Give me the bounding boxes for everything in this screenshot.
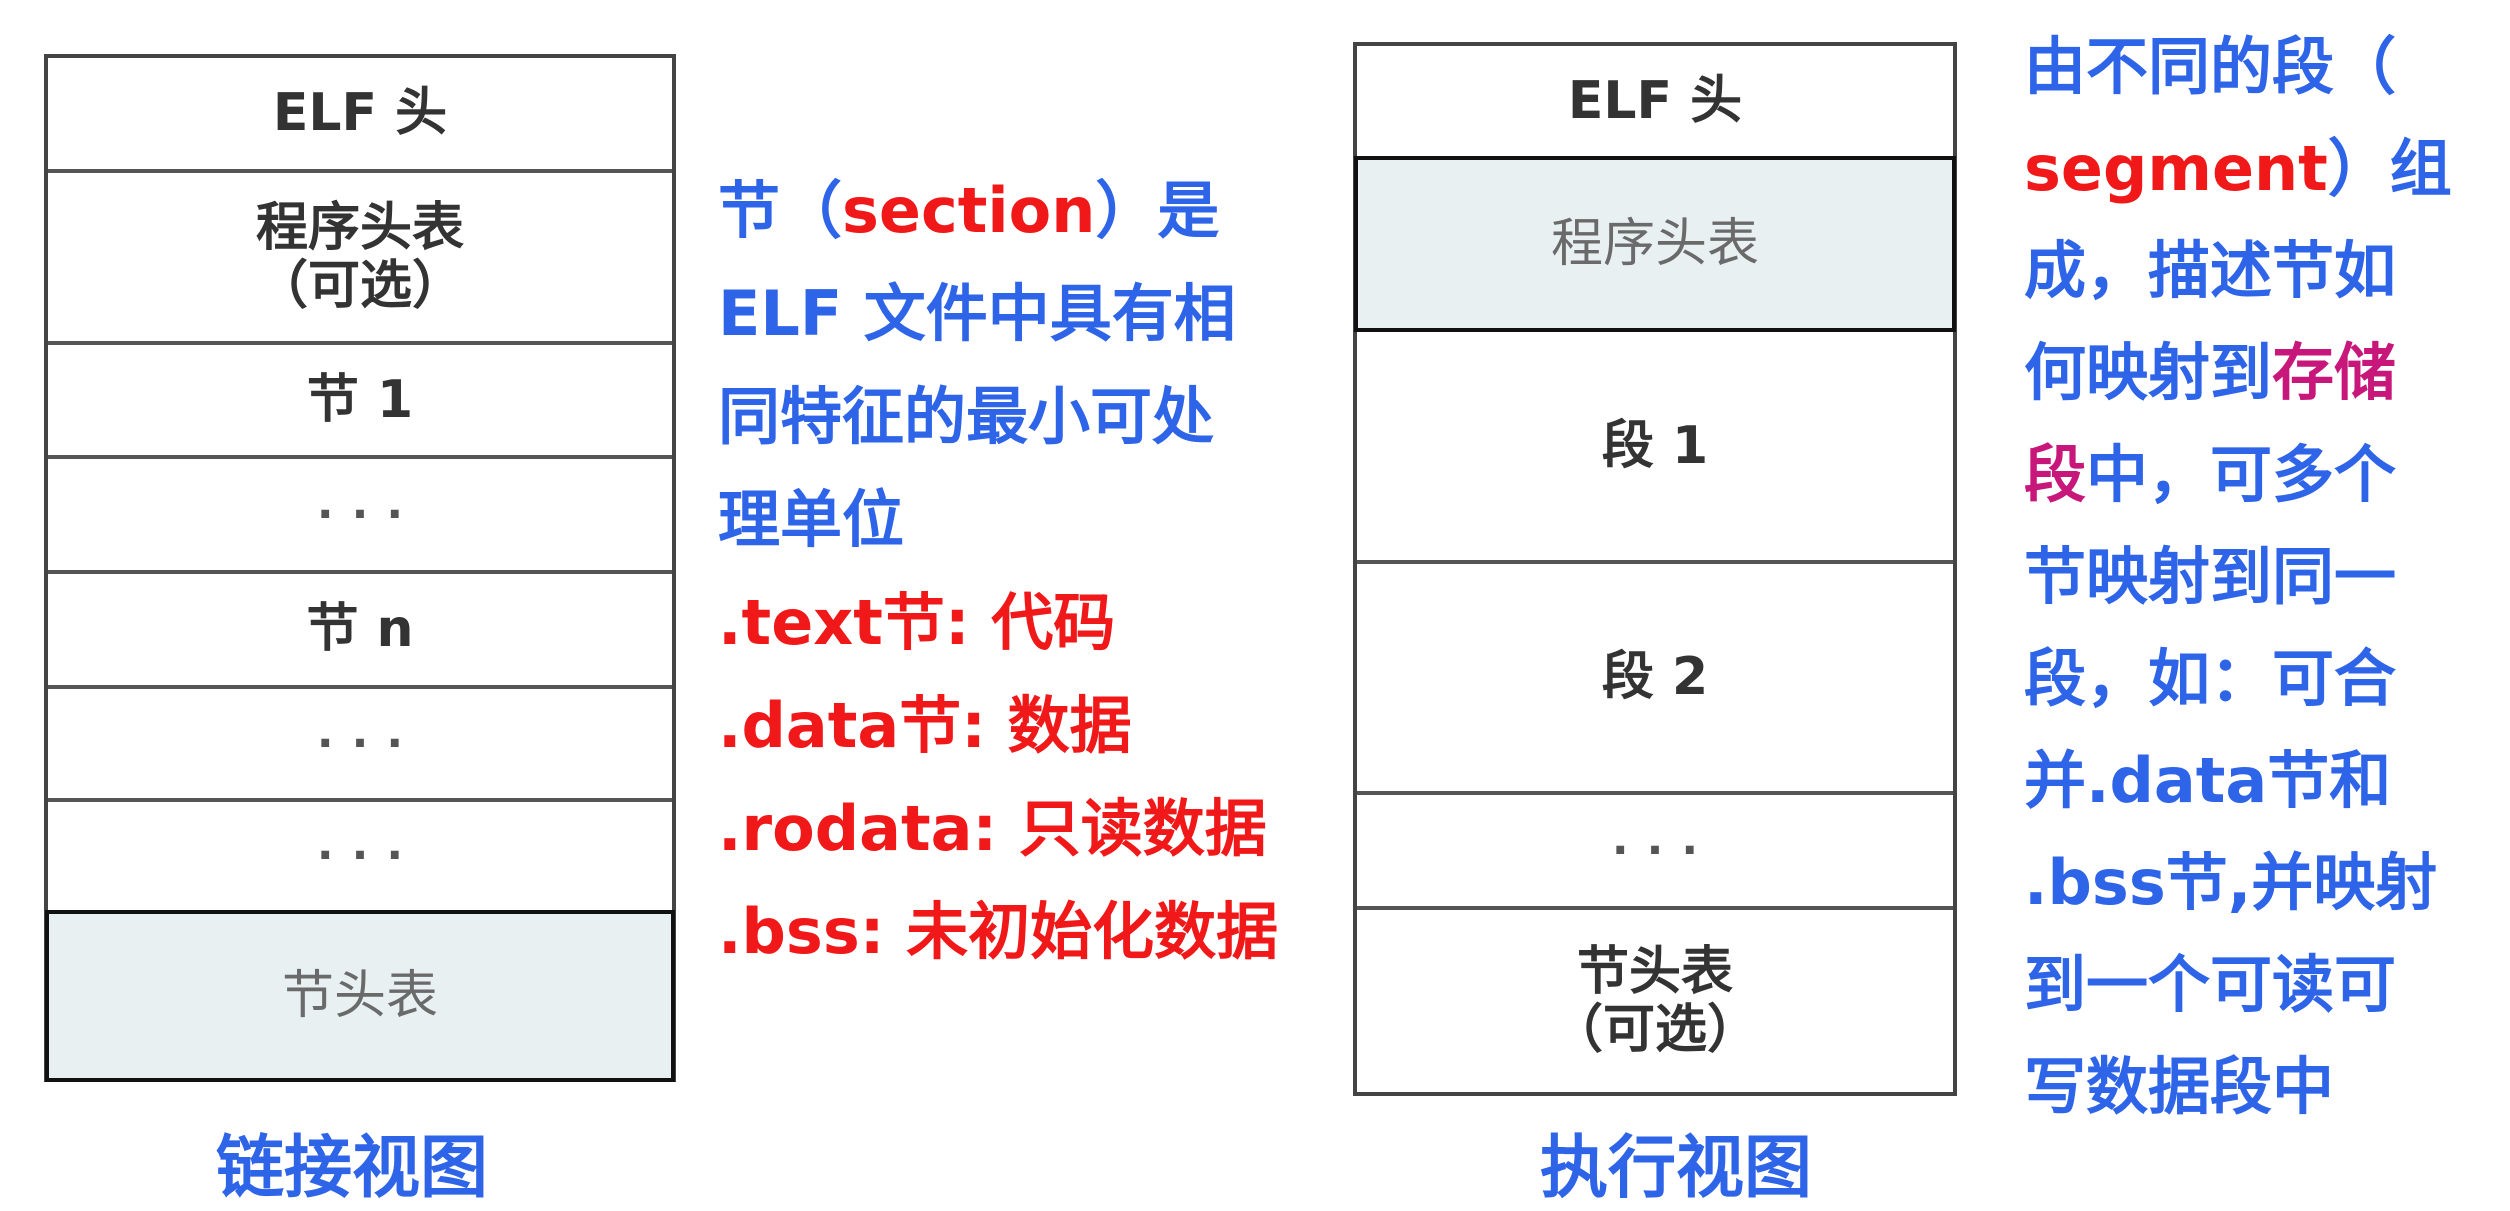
section-description: 节（section）是 ELF 文件中具有相 同特征的最小可处 理单位 .tex… xyxy=(718,180,1278,1004)
link-row-section-header-table: 节头表 xyxy=(45,910,675,1082)
segment-desc-line-9: .bss节,并映射 xyxy=(2024,846,2438,919)
storage-term-part-1: 存储 xyxy=(2272,336,2397,409)
link-view-diagram: ELF 头 程序头表 （可选） 节 1 ··· 节 n ··· ··· 节头表 xyxy=(44,54,676,1082)
storage-term-part-2: 段 xyxy=(2024,438,2087,511)
segment-term: segment xyxy=(2024,132,2328,205)
link-row-ellipsis-1-label: ··· xyxy=(316,488,422,540)
link-row-section-1-label: 节 1 xyxy=(306,369,414,430)
segment-desc-line-4: 何映射到存储 xyxy=(2024,342,2452,444)
link-row-ellipsis-2: ··· xyxy=(48,689,672,802)
segment-desc-line-5: 段中，可多个 xyxy=(2024,444,2452,546)
section-desc-line-1-pre: 节（ xyxy=(718,174,843,247)
exec-row-section-header-table: 节头表 （可选） xyxy=(1357,910,1953,1092)
link-row-elf-header: ELF 头 xyxy=(48,58,672,173)
exec-row-program-header-table-label: 程序头表 xyxy=(1550,213,1759,274)
segment-desc-line-3: 成，描述节如 xyxy=(2024,234,2397,307)
link-row-section-1: 节 1 xyxy=(48,345,672,459)
exec-row-ellipsis: ··· xyxy=(1357,795,1953,910)
link-row-section-n: 节 n xyxy=(48,574,672,689)
bss-section-note: .bss: 未初始化数据 xyxy=(718,895,1279,968)
segment-desc-line-8: 并.data节和 xyxy=(2024,744,2392,817)
section-desc-line-1: 节（section）是 xyxy=(718,180,1278,283)
link-row-ellipsis-2-label: ··· xyxy=(316,717,422,769)
link-row-ellipsis-3-label: ··· xyxy=(316,830,422,882)
exec-row-ellipsis-label: ··· xyxy=(1611,824,1717,876)
exec-row-segment-1-label: 段 1 xyxy=(1601,415,1709,476)
link-row-elf-header-label: ELF 头 xyxy=(272,83,448,144)
segment-desc-line-10: 到一个可读可 xyxy=(2024,948,2397,1021)
link-view-caption: 链接视图 xyxy=(216,1129,489,1208)
link-row-program-header-table-label: 程序头表 xyxy=(255,197,464,258)
exec-row-section-header-table-optional: （可选） xyxy=(1550,1000,1759,1060)
segment-desc-line-4-pre: 何映射到 xyxy=(2024,336,2273,409)
text-section-note: .text节: 代码 xyxy=(718,586,1116,659)
data-section-note: .data节: 数据 xyxy=(718,689,1132,762)
segment-desc-line-6: 节映射到同一 xyxy=(2024,540,2397,613)
segment-desc-line-1: 由不同的段（ xyxy=(2024,30,2397,103)
exec-row-segment-1: 段 1 xyxy=(1357,332,1953,564)
exec-row-segment-2-label: 段 2 xyxy=(1601,647,1709,708)
rodata-section-note: .rodata: 只读数据 xyxy=(718,792,1267,865)
link-row-ellipsis-1: ··· xyxy=(48,459,672,574)
section-desc-line-4: 理单位 xyxy=(718,483,905,556)
segment-desc-line-11: 写数据段中 xyxy=(2024,1050,2335,1123)
exec-row-elf-header: ELF 头 xyxy=(1357,46,1953,160)
section-desc-line-2: ELF 文件中具有相 xyxy=(718,277,1236,350)
link-row-section-header-table-label: 节头表 xyxy=(281,965,438,1026)
section-desc-line-1-post: ）是 xyxy=(1095,174,1220,247)
link-row-ellipsis-3: ··· xyxy=(48,802,672,914)
exec-row-elf-header-label: ELF 头 xyxy=(1567,70,1743,131)
section-term: section xyxy=(842,174,1096,247)
segment-desc-line-5-post: 中，可多个 xyxy=(2086,438,2397,511)
segment-desc-line-2-post: ）组 xyxy=(2327,132,2452,205)
link-row-program-header-table-optional: （可选） xyxy=(255,256,464,316)
exec-row-section-header-table-label: 节头表 xyxy=(1576,941,1733,1002)
link-row-program-header-table: 程序头表 （可选） xyxy=(48,173,672,345)
exec-view-caption: 执行视图 xyxy=(1540,1129,1813,1208)
segment-description: 由不同的段（ segment）组 成，描述节如 何映射到存储 段中，可多个 节映… xyxy=(2024,36,2452,1158)
segment-desc-line-7: 段，如：可合 xyxy=(2024,642,2397,715)
segment-desc-line-2: segment）组 xyxy=(2024,138,2452,240)
exec-view-diagram: ELF 头 程序头表 段 1 段 2 ··· 节头表 （可选） xyxy=(1353,42,1957,1096)
exec-row-program-header-table: 程序头表 xyxy=(1354,156,1956,332)
exec-row-segment-2: 段 2 xyxy=(1357,564,1953,795)
link-row-section-n-label: 节 n xyxy=(306,599,414,660)
section-desc-line-3: 同特征的最小可处 xyxy=(718,380,1215,453)
